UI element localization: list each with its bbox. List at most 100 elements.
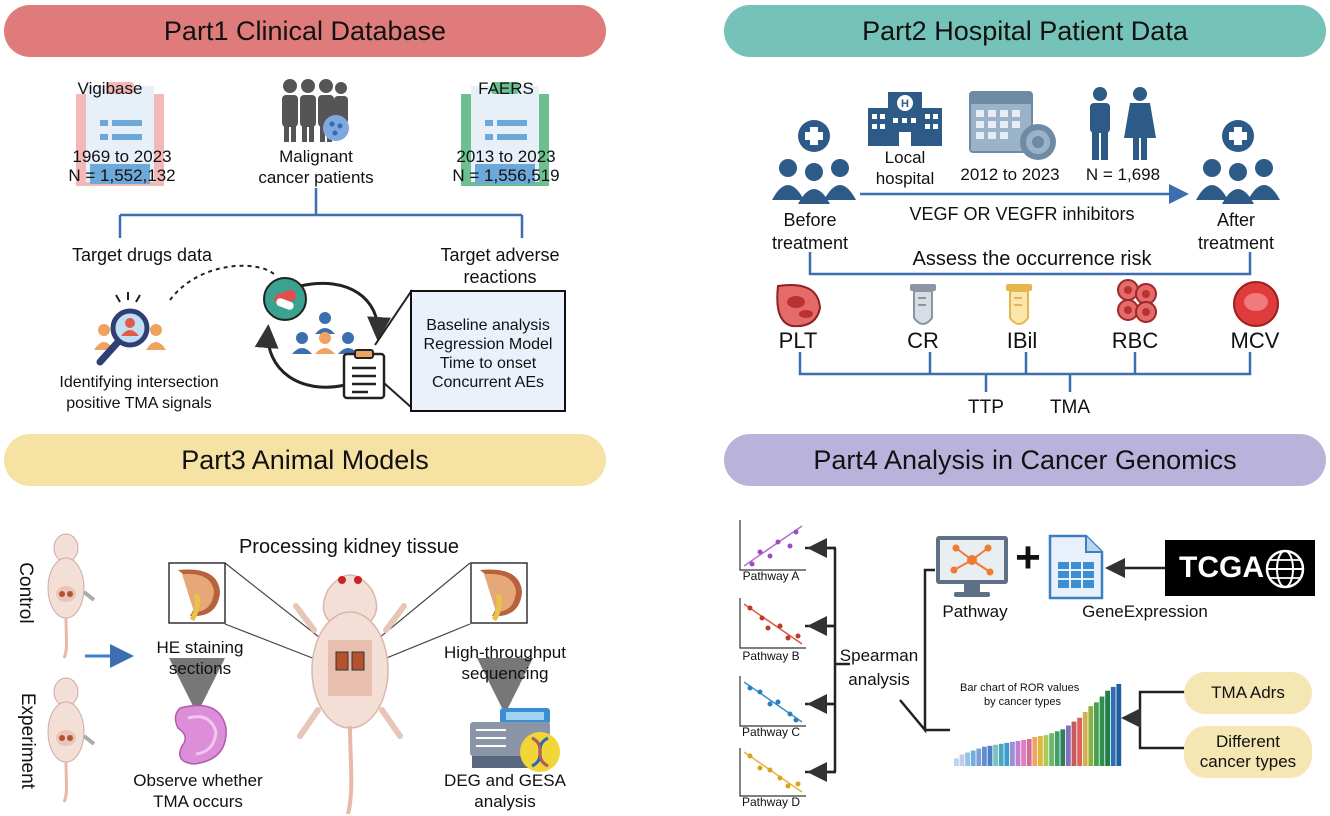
different-cancer-types-pill: Different cancer types [1184,726,1312,778]
ror-bar [993,744,998,766]
ror-bar [1071,721,1077,766]
faers-years: 2013 to 2023 [456,147,556,166]
local-hospital-line2: hospital [875,169,935,188]
database-document-icon [76,82,164,186]
ror-bar [1043,735,1049,766]
time-to-onset: Time to onset [439,355,537,372]
deg-line1: DEG and GESA [444,771,566,790]
years-label: 2012 to 2023 [960,165,1060,184]
vigibase-n: N = 1,552,132 [68,166,176,185]
person-icon [1090,87,1156,160]
blood-cell-icon [1233,281,1279,327]
svg-text:H: H [901,98,909,110]
ror-bar [998,743,1004,766]
baseline-analysis: Baseline analysis [426,317,550,334]
mouse-icon [47,677,96,803]
target-adverse-line2: reactions [463,267,537,287]
ror-bar [1077,717,1082,766]
ror-bar [1082,711,1088,766]
outcome-tma: TMA [1049,397,1091,418]
different-line1: Different [1216,731,1280,751]
experiment-label: Experiment [16,692,38,789]
ror-bar [1060,729,1066,766]
ror-bar [1110,686,1116,766]
ror-bar [1026,738,1032,766]
ror-bar [1049,733,1054,766]
concurrent-aes: Concurrent AEs [431,374,545,391]
vigibase-label: Vigibase [77,79,143,98]
people-group-icon [282,79,349,142]
ror-bar [1021,739,1026,766]
scatter-plot-icon [739,598,806,649]
target-adverse-line1: Target adverse [440,245,560,265]
processing-label: Processing kidney tissue [238,536,460,558]
ror-bar [1054,731,1060,766]
deg-line2: analysis [474,792,536,811]
doctor-group-icon [772,120,856,204]
pills-icon [263,277,307,321]
identifying-line1: Identifying intersection [59,374,219,391]
ror-bar [987,745,993,766]
marker-plt: PLT [778,328,818,353]
vigibase-years: 1969 to 2023 [72,147,172,166]
part1-banner: Part1 Clinical Database [4,5,606,57]
pathway-b-label: Pathway B [742,649,800,663]
ror-bar [1038,736,1043,766]
ror-bar [1032,737,1038,766]
mouse-icon [47,533,96,659]
tissue-section-icon [174,704,227,765]
patients-line2: cancer patients [258,168,374,187]
observe-line1: Observe whether [133,771,263,790]
local-hospital-line1: Local [884,148,926,167]
marker-rbc: RBC [1111,328,1159,353]
after-line1: After [1216,210,1255,230]
before-line1: Before [783,210,837,230]
part2-banner: Part2 Hospital Patient Data [724,5,1326,57]
hts-line2: sequencing [461,664,549,683]
ror-bar [1105,690,1110,766]
doctor-group-icon [1196,120,1280,204]
faers-n: N = 1,556,519 [452,166,560,185]
blood-cell-icon [776,284,822,328]
observe-line2: TMA occurs [153,792,243,811]
ror-bar [1094,702,1099,766]
ror-bar [965,752,970,766]
identifying-line2: positive TMA signals [66,395,212,412]
pathway-c-label: Pathway C [741,725,801,739]
part3-banner: Part3 Animal Models [4,434,606,486]
bar-chart-title-line1: Bar chart of ROR values [960,682,1080,694]
magnifier-icon [94,292,166,366]
he-line2: sections [168,659,232,678]
pathway-label: Pathway [942,602,1008,621]
ror-bar [959,754,965,766]
scatter-plot-icon [739,520,806,571]
part4-banner: Part4 Analysis in Cancer Genomics [724,434,1326,486]
ror-bar [1066,725,1071,766]
ror-bar [1010,741,1015,766]
before-line2: treatment [771,233,849,253]
ror-bar [1116,684,1122,766]
ror-bar [1015,740,1021,766]
he-line1: HE staining [156,638,244,657]
gene-expression-label: GeneExpression [1082,602,1208,621]
ror-bar [970,750,976,766]
hts-line1: High-throughput [444,643,566,662]
different-line2: cancer types [1199,752,1297,771]
spearman-line2: analysis [848,670,910,689]
blood-cell-icon [1117,279,1157,323]
n-label: N = 1,698 [1085,165,1161,184]
ror-bar [1004,742,1010,766]
ror-bar-chart: Bar chart of ROR values by cancer types [954,682,1122,766]
test-tube-icon [1006,284,1032,325]
scatter-plot-icon [739,748,806,797]
spearman-line1: Spearman [839,646,919,665]
faers-label: FAERS [478,79,534,98]
bar-chart-title-line2: by cancer types [984,696,1062,708]
assess-label: Assess the occurrence risk [912,248,1152,270]
globe-icon [1265,549,1305,589]
kidney-icon [470,562,528,624]
tma-adrs-pill: TMA Adrs [1184,672,1312,714]
tcga-text: TCGA [1179,551,1264,584]
regression-model: Regression Model [423,336,553,353]
marker-ibil: IBil [1006,328,1038,353]
